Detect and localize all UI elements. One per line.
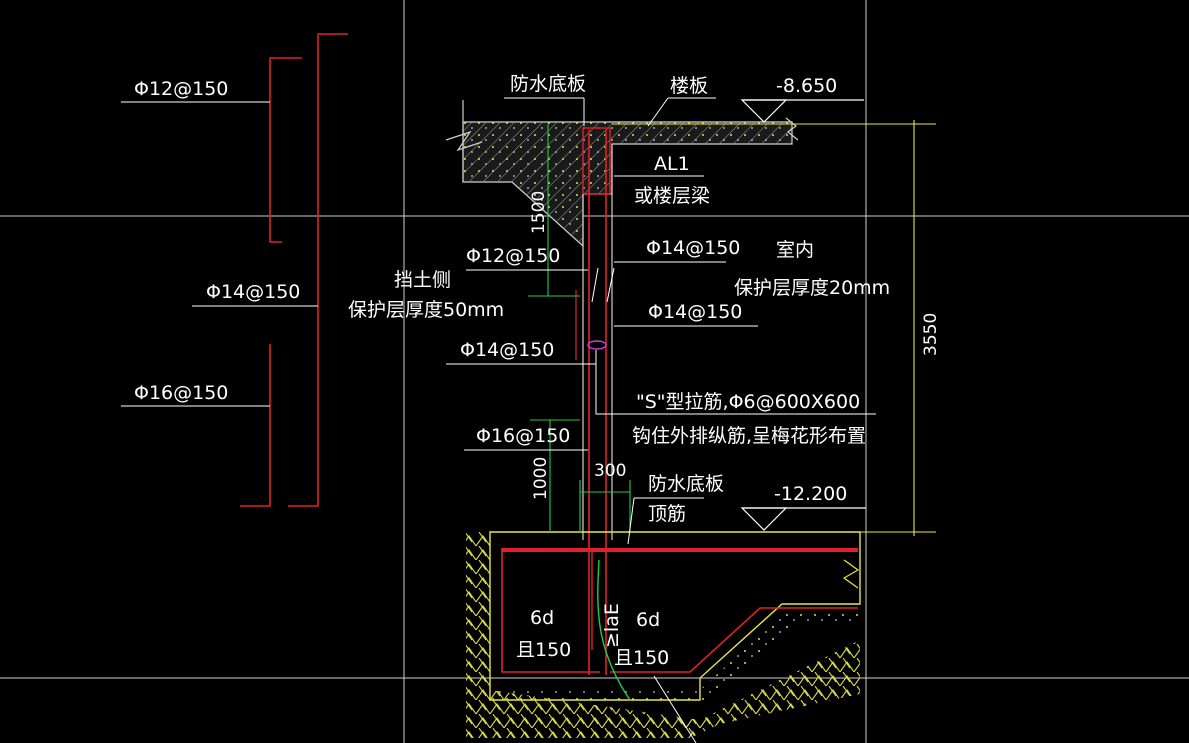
- wall-phi12-label: Φ12@150: [466, 245, 560, 267]
- elevation-markers: [740, 99, 866, 531]
- soil-side-label: 挡土侧: [394, 269, 451, 291]
- hook-right-a-label: 6d: [636, 609, 660, 631]
- left-phi14-label: Φ14@150: [206, 281, 300, 303]
- left-phi16-label: Φ16@150: [134, 382, 228, 404]
- s-tie-note-label: 钩住外排纵筋,呈梅花形布置: [632, 425, 866, 447]
- hook-right-b-label: 且150: [614, 647, 669, 669]
- retaining-wall: [575, 130, 876, 675]
- waterproof-top-label: 防水底板: [510, 73, 586, 95]
- annotation-texts: 防水底板 楼板 -8.650 AL1 或楼层梁 Φ12@150 Φ14@150 …: [348, 73, 890, 669]
- beam-name-label: AL1: [654, 153, 690, 175]
- top-rebar-label: 顶筋: [648, 503, 686, 525]
- foundation: [466, 531, 861, 743]
- anchor-label: ≥laE: [601, 603, 623, 648]
- elevation-bottom-label: -12.200: [774, 483, 847, 505]
- hook-left-a-label: 6d: [530, 607, 554, 629]
- inner-phi14-upper-label: Φ14@150: [646, 237, 740, 259]
- dim-300-label: 300: [594, 461, 626, 481]
- dim-3550-label: 3550: [921, 313, 941, 356]
- hook-left-b-label: 且150: [516, 639, 571, 661]
- leader-lines: [446, 97, 758, 545]
- elevation-top-label: -8.650: [776, 75, 837, 97]
- soil-cover-label: 保护层厚度50mm: [348, 299, 504, 321]
- bar-detail-left: Φ12@150 Φ14@150 Φ16@150: [121, 33, 348, 507]
- elevation-dimension: [612, 120, 936, 536]
- waterproof-bottom-label: 防水底板: [648, 473, 724, 495]
- dim-1500-label: 1500: [529, 191, 549, 234]
- inner-phi14-lower-label: Φ14@150: [648, 301, 742, 323]
- wall-phi14-label: Φ14@150: [460, 339, 554, 361]
- s-tie-label: "S"型拉筋,Φ6@600X600: [636, 391, 860, 413]
- indoor-label: 室内: [776, 239, 814, 261]
- left-phi12-label: Φ12@150: [134, 78, 228, 100]
- wall-phi16-label: Φ16@150: [476, 425, 570, 447]
- beam-alt-label: 或楼层梁: [634, 185, 710, 207]
- dim-1000-label: 1000: [531, 457, 551, 500]
- top-slab: [445, 100, 799, 248]
- floor-slab-label: 楼板: [670, 75, 708, 97]
- indoor-cover-label: 保护层厚度20mm: [734, 277, 890, 299]
- dimension-texts: 1500 3550 1000 300: [529, 191, 941, 500]
- dimension-lines: [528, 124, 631, 532]
